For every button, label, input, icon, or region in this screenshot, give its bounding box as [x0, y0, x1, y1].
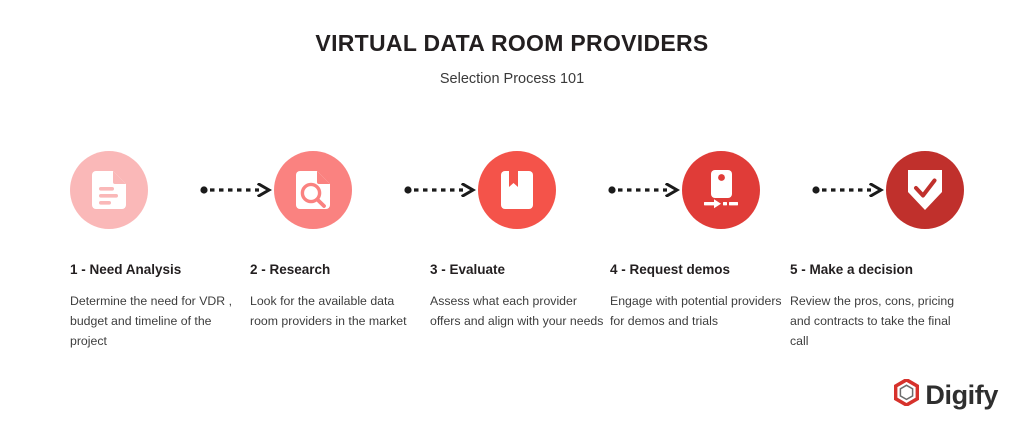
step-2-circle — [274, 151, 352, 229]
step-5-circle — [886, 151, 964, 229]
page-subtitle: Selection Process 101 — [439, 70, 585, 87]
bookmark-book-icon — [501, 171, 533, 209]
flow-node-5 — [886, 151, 1016, 229]
dotted-arrow-2 — [404, 183, 478, 197]
step-5-body: Review the pros, cons, pricing and contr… — [790, 294, 955, 348]
step-4-circle — [682, 151, 760, 229]
flow-node-2 — [274, 151, 404, 229]
step-4-body: Engage with potential providers for demo… — [610, 294, 782, 329]
digify-wordmark: Digify — [925, 379, 998, 410]
step-captions: 1 - Need Analysis Determine the need for… — [70, 262, 954, 352]
dotted-arrow-4 — [812, 183, 886, 197]
shield-check-icon — [908, 170, 942, 210]
step-1-heading: 1 - Need Analysis — [70, 262, 182, 277]
document-icon — [92, 171, 126, 209]
digify-hexagon-icon — [894, 377, 920, 411]
dotted-arrow-1 — [200, 183, 274, 197]
step-1-circle — [70, 151, 148, 229]
caption-step-2: 2 - Research Look for the available data… — [250, 262, 407, 352]
step-2-body: Look for the available data room provide… — [250, 294, 407, 329]
page-title: VIRTUAL DATA ROOM PROVIDERS — [315, 30, 709, 56]
device-request-icon — [704, 170, 738, 210]
caption-step-4: 4 - Request demos Engage with potential … — [610, 262, 782, 352]
flow-node-3 — [478, 151, 608, 229]
step-3-body: Assess what each provider offers and ali… — [430, 294, 604, 329]
dotted-arrow-3 — [608, 183, 682, 197]
caption-step-5: 5 - Make a decision Review the pros, con… — [790, 262, 954, 352]
step-5-heading: 5 - Make a decision — [790, 262, 914, 277]
process-flow — [70, 140, 964, 240]
flow-node-4 — [682, 151, 812, 229]
step-3-circle — [478, 151, 556, 229]
step-2-heading: 2 - Research — [250, 262, 331, 277]
flow-node-1 — [70, 151, 200, 229]
digify-logo: Digify — [894, 377, 998, 411]
step-4-heading: 4 - Request demos — [610, 262, 731, 277]
caption-step-3: 3 - Evaluate Assess what each provider o… — [430, 262, 603, 352]
page-header: VIRTUAL DATA ROOM PROVIDERS Selection Pr… — [0, 0, 1024, 88]
caption-step-1: 1 - Need Analysis Determine the need for… — [70, 262, 232, 352]
document-search-icon — [296, 171, 330, 209]
step-3-heading: 3 - Evaluate — [430, 262, 506, 277]
step-1-body: Determine the need for VDR , budget and … — [70, 294, 232, 348]
